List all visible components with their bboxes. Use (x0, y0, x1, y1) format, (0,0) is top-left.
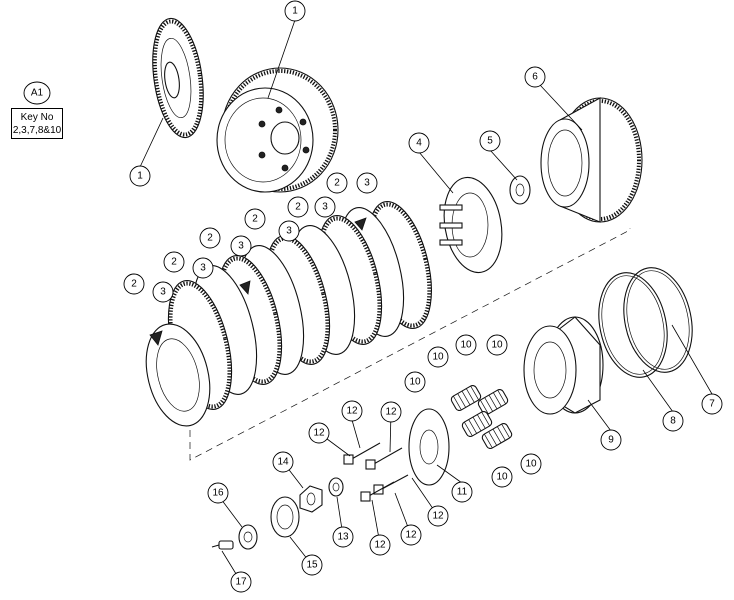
spring-plate (408, 408, 450, 486)
svg-text:3: 3 (200, 263, 206, 274)
callout-15: 15 (301, 554, 323, 576)
key-title: Key No (20, 112, 54, 123)
washer-13 (328, 477, 344, 497)
callout-13: 13 (332, 526, 354, 548)
o-rings (598, 267, 693, 378)
svg-text:3: 3 (322, 202, 328, 213)
assembly-outline (189, 228, 631, 461)
callout-10b: 10 (455, 334, 477, 356)
clutch-plate-stack (145, 201, 432, 427)
springs (450, 384, 513, 450)
key-number-box: Key No 2,3,7,8&10 (11, 108, 63, 139)
svg-text:2: 2 (131, 279, 137, 290)
callout-4: 4 (408, 132, 430, 154)
svg-text:3: 3 (160, 287, 166, 298)
svg-text:17: 17 (235, 577, 247, 588)
bushing-16 (238, 524, 258, 550)
nut-14 (299, 485, 323, 513)
svg-text:10: 10 (432, 352, 444, 363)
pin-17 (211, 540, 234, 550)
callout-12f: 12 (369, 534, 391, 556)
svg-text:12: 12 (432, 511, 444, 522)
svg-text:10: 10 (409, 377, 421, 388)
svg-text:7: 7 (709, 399, 715, 410)
svg-text:13: 13 (337, 532, 349, 543)
callout-17: 17 (230, 571, 252, 593)
callout-12b: 12 (380, 401, 402, 423)
bolts (343, 442, 409, 502)
pressure-plate (439, 176, 503, 274)
callout-8: 8 (662, 410, 684, 432)
callout-2f: 2 (123, 273, 145, 295)
key-items: 2,3,7,8&10 (12, 125, 62, 136)
svg-text:10: 10 (496, 472, 508, 483)
callout-12c: 12 (308, 422, 330, 444)
callout-3b: 3 (314, 196, 336, 218)
svg-text:11: 11 (457, 487, 468, 498)
callout-10c: 10 (486, 334, 508, 356)
svg-text:10: 10 (460, 340, 472, 351)
svg-text:15: 15 (306, 560, 318, 571)
callout-16: 16 (207, 482, 229, 504)
callout-2a: 2 (326, 172, 348, 194)
callout-10a: 10 (427, 346, 449, 368)
callout-5: 5 (479, 130, 501, 152)
svg-text:3: 3 (364, 178, 370, 189)
clutch-basket (540, 97, 643, 223)
callout-10e: 10 (520, 453, 542, 475)
svg-text:1: 1 (137, 171, 143, 182)
svg-text:12: 12 (374, 540, 386, 551)
svg-text:12: 12 (346, 406, 358, 417)
callout-7: 7 (701, 393, 723, 415)
clutch-drum (216, 67, 339, 193)
callout-6: 6 (524, 66, 546, 88)
callout-9: 9 (600, 429, 622, 451)
key-badge: A1 (23, 81, 51, 105)
svg-text:12: 12 (313, 428, 325, 439)
callout-2e: 2 (163, 251, 185, 273)
callout-12e: 12 (400, 524, 422, 546)
svg-text:8: 8 (670, 416, 676, 427)
svg-text:2: 2 (252, 214, 258, 225)
callout-14: 14 (272, 451, 294, 473)
callout-3f: 3 (152, 281, 174, 303)
callout-2c: 2 (244, 208, 266, 230)
svg-text:4: 4 (416, 138, 422, 149)
callout-10f: 10 (491, 466, 513, 488)
callout-12d: 12 (427, 505, 449, 527)
svg-text:6: 6 (532, 72, 538, 83)
svg-text:A1: A1 (31, 88, 44, 99)
svg-text:9: 9 (608, 435, 614, 446)
callout-1a: 1 (284, 0, 306, 22)
svg-text:10: 10 (525, 459, 537, 470)
svg-text:2: 2 (171, 257, 177, 268)
callout-12a: 12 (341, 400, 363, 422)
lock-washer (509, 175, 531, 205)
svg-text:10: 10 (491, 340, 503, 351)
svg-text:12: 12 (405, 530, 417, 541)
callout-3c: 3 (278, 220, 300, 242)
primary-gear-thin (152, 17, 204, 139)
callout-2b: 2 (287, 196, 309, 218)
callout-2d: 2 (199, 227, 221, 249)
clutch-hub (523, 316, 604, 415)
svg-text:16: 16 (212, 488, 224, 499)
svg-text:5: 5 (487, 136, 493, 147)
svg-text:3: 3 (238, 241, 244, 252)
svg-text:14: 14 (277, 457, 289, 468)
svg-text:2: 2 (334, 178, 340, 189)
bearing-15 (270, 496, 300, 538)
callout-3e: 3 (192, 257, 214, 279)
callout-11: 11 (451, 481, 473, 503)
callout-3a: 3 (356, 172, 378, 194)
callout-3d: 3 (230, 235, 252, 257)
svg-text:1: 1 (292, 6, 298, 17)
svg-text:2: 2 (207, 233, 213, 244)
svg-text:3: 3 (286, 226, 292, 237)
svg-text:12: 12 (385, 407, 397, 418)
svg-text:2: 2 (295, 202, 301, 213)
callout-1b: 1 (129, 165, 151, 187)
callout-10d: 10 (404, 371, 426, 393)
